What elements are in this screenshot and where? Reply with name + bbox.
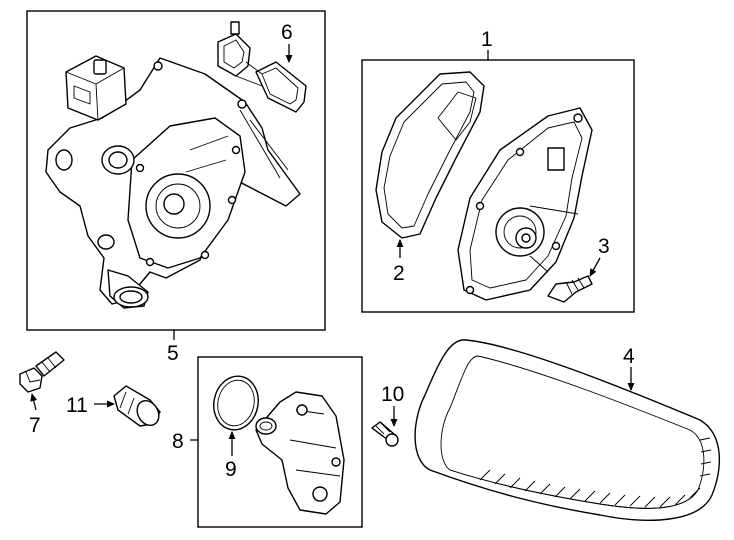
callout-7: 7	[29, 414, 41, 437]
callout-9: 9	[225, 458, 237, 481]
callout-11: 11	[66, 394, 88, 417]
callout-8: 8	[172, 430, 184, 453]
callout-10: 10	[381, 383, 404, 406]
leader-3	[589, 257, 601, 277]
leader-7	[30, 393, 38, 411]
water-pump-1	[457, 107, 593, 301]
bolt-10	[371, 421, 399, 447]
callout-2: 2	[393, 262, 405, 285]
callout-3: 3	[598, 235, 610, 258]
callout-4: 4	[623, 345, 635, 368]
bolt-3	[547, 275, 593, 303]
pump-gasket-2	[375, 71, 485, 239]
callout-6: 6	[281, 21, 293, 44]
bolt-7	[19, 351, 65, 393]
gasket-6	[217, 21, 307, 113]
thermostat-housing	[255, 391, 345, 515]
callout-1: 1	[481, 28, 493, 51]
seal-ring-9	[213, 375, 259, 431]
callout-5: 5	[167, 342, 179, 365]
drive-belt-4	[414, 339, 720, 521]
fitting-11	[113, 385, 161, 427]
pump-housing-illustration	[45, 55, 301, 309]
